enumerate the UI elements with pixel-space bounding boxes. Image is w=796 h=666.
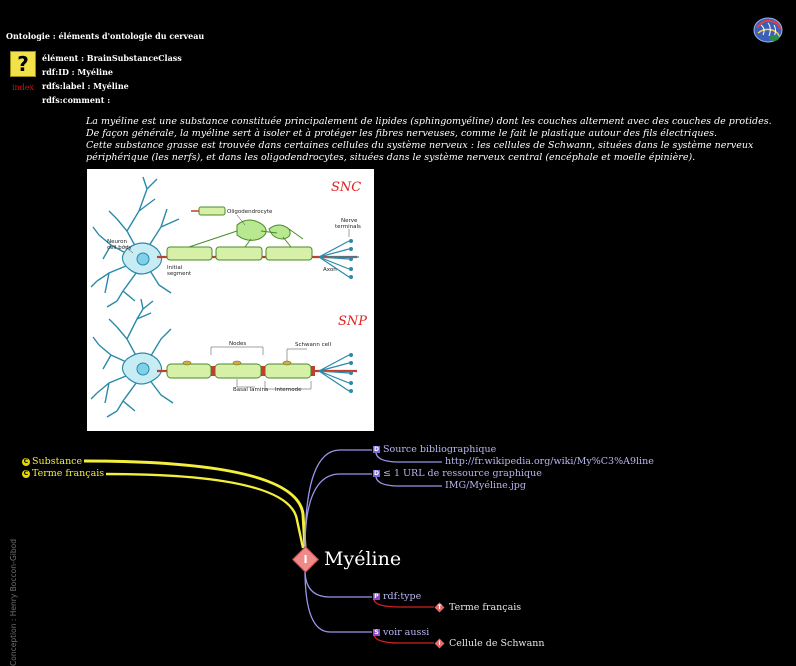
page-title: Ontologie : éléments d'ontologie du cerv…: [6, 31, 205, 41]
brain-logo-icon[interactable]: [752, 16, 784, 44]
label-nodes: Nodes: [229, 341, 246, 347]
branch-label: rdf:type: [383, 591, 422, 602]
center-node[interactable]: I Myéline: [292, 545, 402, 573]
branch-label: voir aussi: [383, 627, 430, 638]
snc-title: SNC: [331, 180, 361, 195]
rdfs-label-line: rdfs:label : Myéline: [42, 81, 129, 91]
branch-rdf-type[interactable]: P rdf:type: [373, 591, 421, 602]
object-property-icon: S: [373, 629, 380, 636]
class-icon: C: [22, 457, 30, 466]
comment-line: De façon générale, la myéline sert à iso…: [86, 128, 718, 139]
label-nerve-1: Nerve: [341, 218, 358, 224]
left-item-substance[interactable]: C Substance: [22, 456, 82, 467]
label-neuron-2: cell body: [107, 245, 133, 251]
branch-label: ≤ 1 URL de ressource graphique: [383, 468, 542, 479]
instance-icon: I: [434, 638, 445, 649]
element-line: élément : BrainSubstanceClass: [42, 53, 182, 63]
datatype-property-icon: D: [373, 446, 380, 453]
myelin-diagram: SNC Oligodendrocyt: [87, 169, 374, 431]
label-axon: Axon: [323, 267, 337, 273]
type-icon: T: [434, 602, 445, 613]
object-property-icon: P: [373, 593, 380, 600]
datatype-property-icon: D: [373, 470, 380, 477]
index-link[interactable]: index: [11, 83, 35, 92]
label-nerve-2: terminals: [335, 224, 361, 230]
comment-text: La myéline est une substance constituée …: [86, 116, 786, 164]
left-item-label: Terme français: [32, 468, 105, 479]
left-item-terme-francais[interactable]: C Terme français: [22, 468, 104, 479]
branch-value-link[interactable]: IMG/Myéline.jpg: [445, 480, 526, 491]
target-label: Terme français: [449, 602, 522, 613]
credit-text: Conception : Henry Boccon-Gibod: [9, 539, 18, 666]
center-label: Myéline: [324, 548, 402, 570]
label-initial-2: segment: [167, 271, 192, 277]
label-neuron-1: Neuron: [107, 239, 127, 245]
index-help-icon[interactable]: ?: [10, 51, 36, 77]
label-oligodendrocyte: Oligodendrocyte: [227, 209, 273, 215]
branch-voir-aussi[interactable]: S voir aussi: [373, 627, 429, 638]
mindmap-connectors: [83, 449, 442, 644]
label-schwann-cell: Schwann cell: [295, 342, 332, 348]
snp-title: SNP: [338, 314, 367, 329]
comment-line: La myéline est une substance constituée …: [86, 116, 772, 127]
class-icon: C: [22, 469, 30, 478]
branch-value-link[interactable]: http://fr.wikipedia.org/wiki/My%C3%A9lin…: [445, 456, 654, 467]
label-internode: Internode: [275, 387, 302, 393]
rdf-id-line: rdf:ID : Myéline: [42, 67, 113, 77]
rdfs-comment-line: rdfs:comment :: [42, 95, 111, 105]
label-basal-lamina: Basal lamina: [233, 387, 268, 393]
instance-icon: I: [292, 545, 319, 573]
branch-label: Source bibliographique: [383, 444, 497, 455]
left-item-label: Substance: [32, 456, 83, 467]
target-terme-francais[interactable]: T Terme français: [434, 602, 521, 613]
target-cellule-de-schwann[interactable]: I Cellule de Schwann: [434, 638, 544, 649]
target-label: Cellule de Schwann: [449, 638, 545, 649]
branch-source-bibliographique[interactable]: D Source bibliographique: [373, 444, 496, 455]
comment-line: Cette substance grasse est trouvée dans …: [86, 140, 754, 163]
label-initial-1: Initial: [167, 265, 183, 271]
branch-url-ressource[interactable]: D ≤ 1 URL de ressource graphique: [373, 468, 542, 479]
